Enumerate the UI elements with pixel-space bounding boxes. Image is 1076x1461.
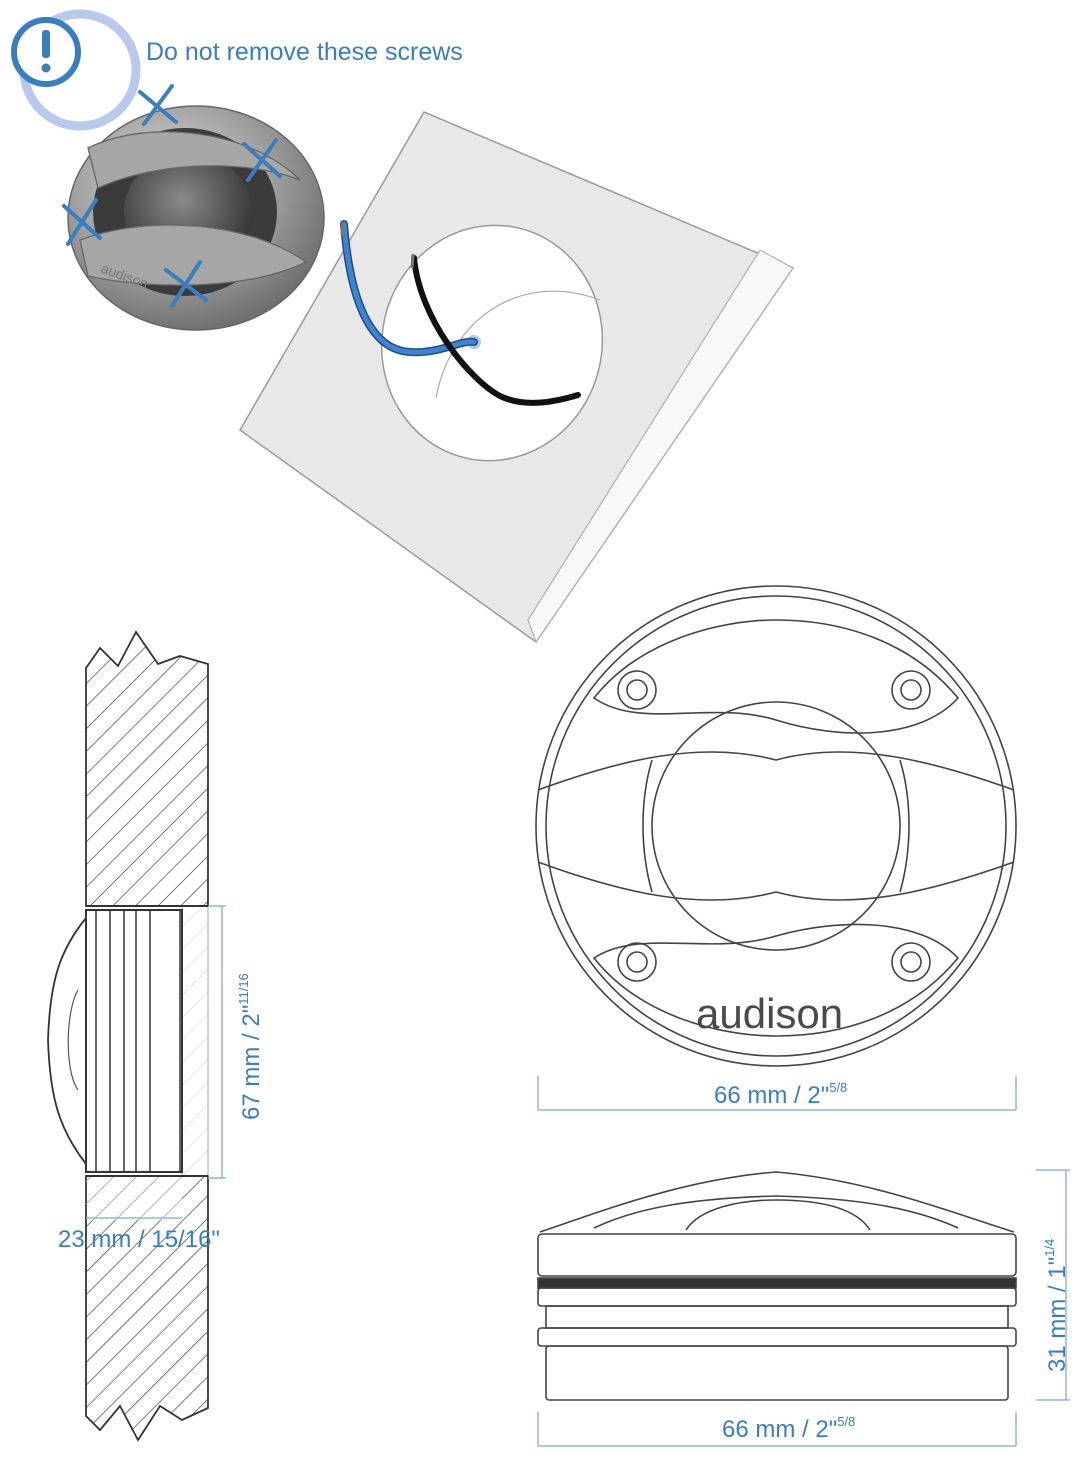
dimension-text: 67 mm / 2"	[238, 1004, 265, 1120]
tweeter-front-view	[535, 585, 1017, 1067]
warning-label: Do not remove these screws	[146, 38, 463, 66]
dimension-text: 66 mm / 2"	[714, 1082, 830, 1109]
exclamation-circle-icon	[11, 9, 141, 131]
section-depth-dimension: 23 mm / 15/16"	[58, 1226, 220, 1253]
brand-logo: audison	[696, 990, 844, 1037]
tweeter-3d-view: audison	[67, 105, 325, 331]
dimension-fraction: 1/4	[1042, 1238, 1057, 1257]
mounting-panel	[239, 111, 795, 644]
front-width-dimension: 66 mm / 2"5/8	[714, 1080, 847, 1110]
dimension-text: 31 mm / 1"	[1044, 1256, 1071, 1372]
tweeter-side-view	[537, 1171, 1017, 1401]
screw-markers	[62, 84, 282, 308]
panel-cross-section	[47, 630, 209, 1442]
side-width-dimension: 66 mm / 2"5/8	[722, 1414, 855, 1444]
section-dimension-lines	[86, 905, 226, 1219]
dimension-text: 66 mm / 2"	[722, 1416, 838, 1443]
dimension-fraction: 5/8	[829, 1080, 848, 1095]
dimension-fraction: 11/16	[236, 973, 251, 1005]
front-width-dimension-line	[537, 1076, 1017, 1111]
section-height-dimension: 67 mm / 2"11/16	[236, 973, 266, 1120]
side-dimension-lines	[537, 1169, 1070, 1447]
dimension-fraction: 5/8	[837, 1414, 856, 1429]
speaker-wires	[340, 220, 581, 406]
side-height-dimension: 31 mm / 1"1/4	[1042, 1239, 1072, 1372]
